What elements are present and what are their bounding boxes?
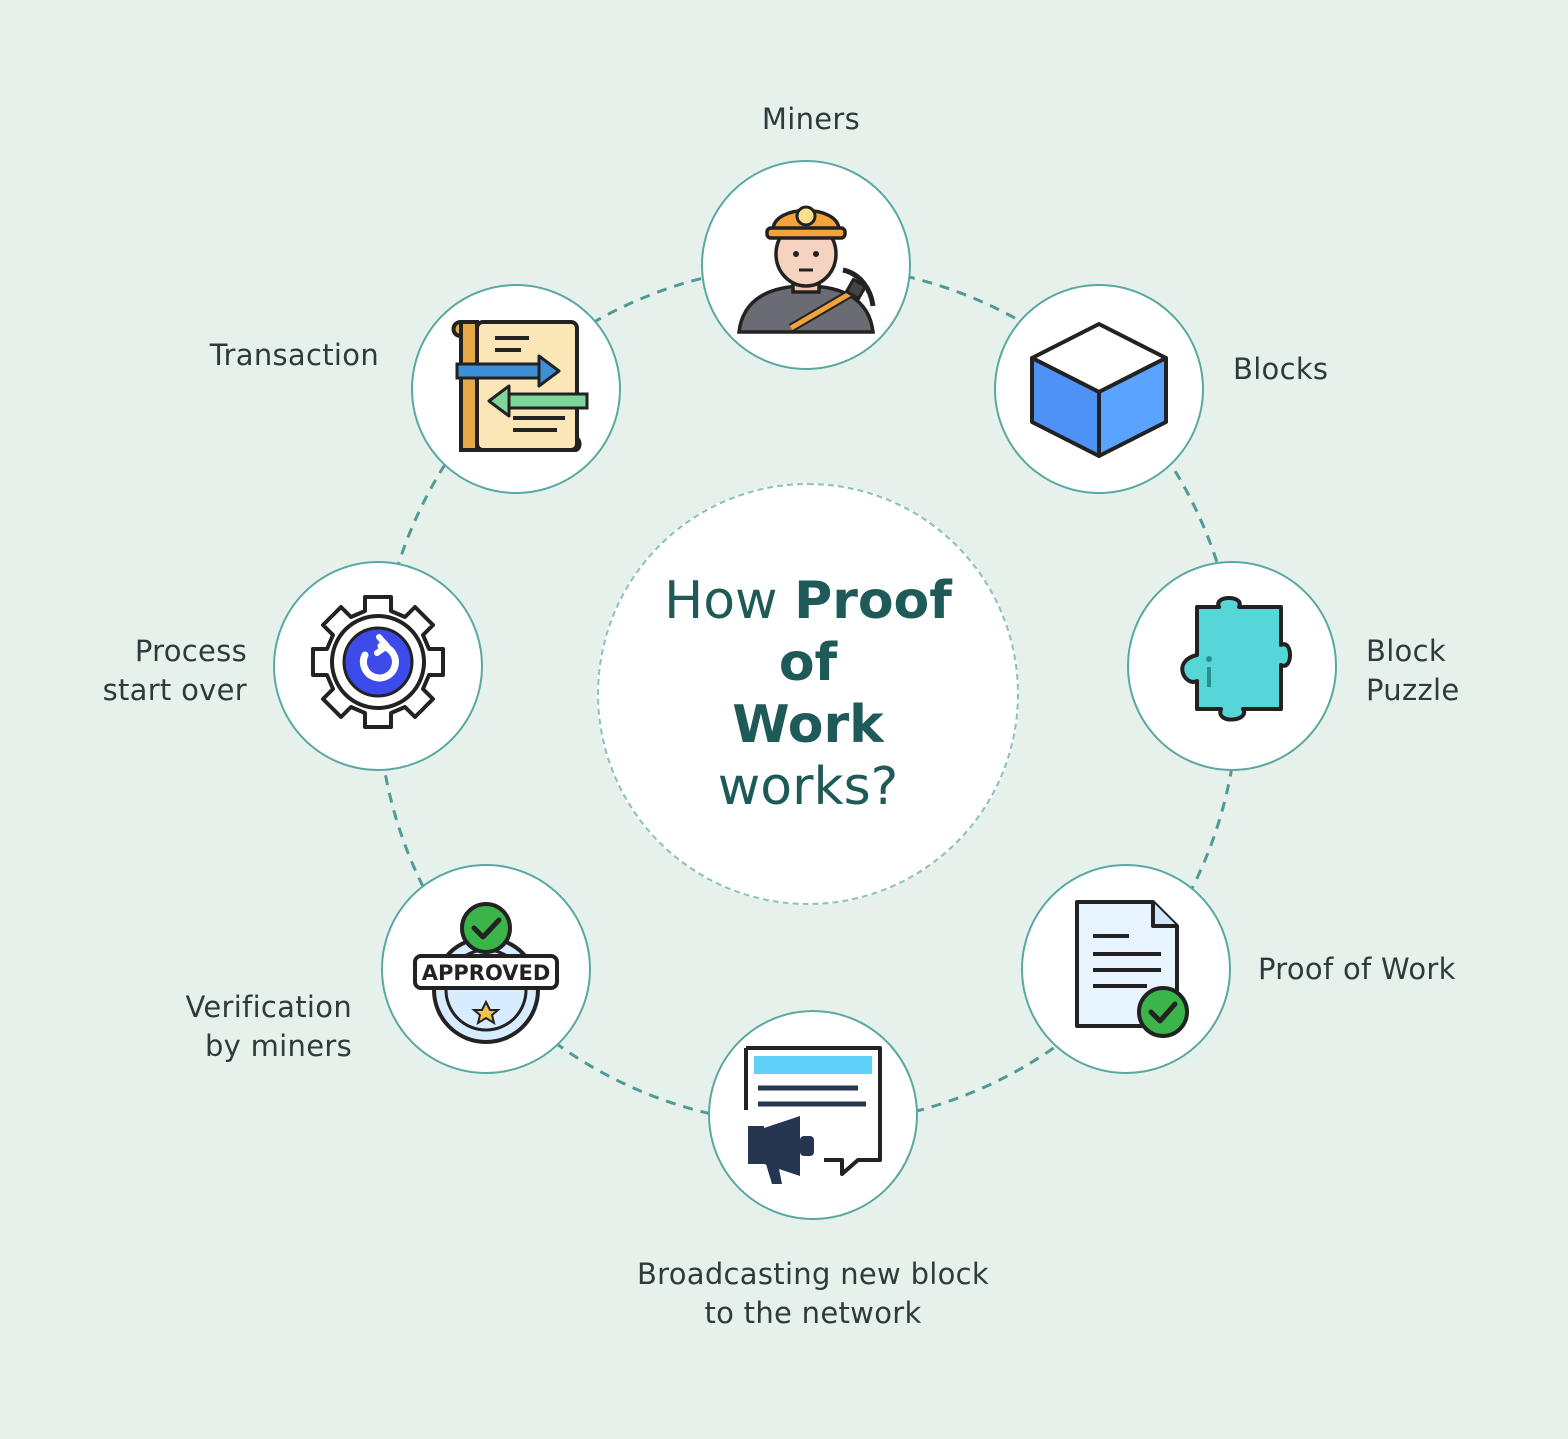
document-check-icon [1075,900,1189,1038]
node-proof-of-work [1021,864,1231,1074]
node-miners [701,160,911,370]
node-process-restart [273,561,483,771]
cube-icon [1030,322,1168,458]
approved-stamp-icon: APPROVED [413,902,559,1044]
transaction-scroll-icon [451,320,589,452]
miners-label: Miners [761,102,861,136]
blocks-label: Blocks [1233,352,1329,386]
approved-text: APPROVED [422,961,551,985]
node-blocks [994,284,1204,494]
miner-icon [737,205,876,334]
node-block-puzzle [1127,561,1337,771]
node-verification: APPROVED [381,864,591,1074]
gear-refresh-icon [311,595,445,729]
node-transaction [411,284,621,494]
transaction-label: Transaction [209,338,379,372]
node-broadcasting [708,1010,918,1220]
megaphone-icon [744,1046,882,1184]
puzzle-piece-icon [1180,596,1292,722]
proof-of-work-label: Proof of Work [1258,952,1456,986]
